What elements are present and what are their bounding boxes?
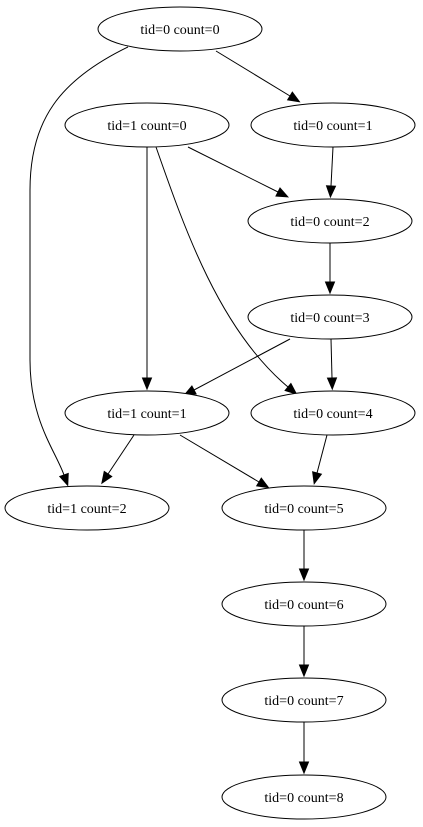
node-label: tid=1 count=2 [47,502,126,517]
edge-line [316,434,328,474]
node-t0c4: tid=0 count=4 [250,390,416,436]
edge-line [107,434,135,475]
edge-t0c2-to-t0c3 [324,243,336,295]
arrowhead [255,477,270,489]
edge-line [29,46,129,476]
arrowhead [298,664,310,678]
node-label: tid=1 count=1 [107,407,186,422]
node-ellipse [250,390,416,436]
edge-t0c5-to-t0c6 [298,530,310,582]
node-label: tid=0 count=7 [264,694,343,709]
node-t1c0: tid=1 count=0 [64,102,230,148]
node-label: tid=0 count=1 [293,119,372,134]
node-ellipse [221,581,387,627]
arrowhead [298,761,310,775]
node-label: tid=1 count=0 [107,119,186,134]
edge-line [155,146,289,388]
arrowhead [312,471,323,485]
edge-t0c4-to-t0c5 [312,434,328,485]
edge-t0c1-to-t0c2 [325,146,337,199]
nodes-layer: tid=0 count=0 tid=1 count=0 tid=0 count=1 t… [4,6,416,820]
edge-t1c1-to-t0c5 [179,434,270,489]
node-t0c2: tid=0 count=2 [247,198,413,244]
node-ellipse [247,198,413,244]
arrowhead [58,472,69,487]
edge-t1c0-to-t1c1 [141,147,153,391]
node-ellipse [97,6,263,52]
edge-line [215,50,291,97]
node-ellipse [64,102,230,148]
edge-line [330,146,334,187]
node-label: tid=0 count=6 [264,598,343,613]
node-t0c1: tid=0 count=1 [250,102,416,148]
edge-line [179,434,260,483]
edge-t0c0-to-t1c2 [29,46,129,487]
edge-t1c0-to-t0c2 [187,146,290,198]
arrowhead [326,377,338,391]
edge-t1c1-to-t1c2 [101,434,135,485]
node-t0c3: tid=0 count=3 [247,294,413,340]
node-ellipse [221,485,387,531]
node-t0c8: tid=0 count=8 [221,774,387,820]
edge-t0c3-to-t1c1 [183,338,291,396]
edges-layer [29,46,338,775]
edge-t0c0-to-t0c1 [215,50,301,103]
node-label: tid=0 count=0 [140,23,219,38]
node-t0c0: tid=0 count=0 [97,6,263,52]
edge-line [187,146,279,193]
edge-t1c0-to-t0c4 [155,146,298,395]
arrowhead [101,470,113,485]
node-ellipse [221,677,387,723]
node-ellipse [4,485,170,531]
node-t1c1: tid=1 count=1 [64,390,230,436]
arrowhead [324,281,336,295]
arrowhead [284,382,298,395]
arrowhead [298,568,310,582]
arrowhead [325,185,337,199]
arrowhead [141,377,153,391]
node-label: tid=0 count=8 [264,791,343,806]
arrowhead [286,91,301,103]
node-ellipse [247,294,413,340]
node-t1c2: tid=1 count=2 [4,485,170,531]
edge-t0c7-to-t0c8 [298,722,310,775]
node-t0c5: tid=0 count=5 [221,485,387,531]
arrowhead [275,187,290,198]
node-ellipse [64,390,230,436]
node-ellipse [221,774,387,820]
node-label: tid=0 count=3 [290,311,369,326]
node-label: tid=0 count=2 [290,215,369,230]
node-label: tid=0 count=5 [264,502,343,517]
node-ellipse [250,102,416,148]
node-t0c7: tid=0 count=7 [221,677,387,723]
edge-t0c3-to-t0c4 [326,338,338,391]
edge-line [330,338,333,379]
edge-t0c6-to-t0c7 [298,626,310,678]
node-label: tid=0 count=4 [293,407,372,422]
node-t0c6: tid=0 count=6 [221,581,387,627]
edge-line [193,338,291,391]
